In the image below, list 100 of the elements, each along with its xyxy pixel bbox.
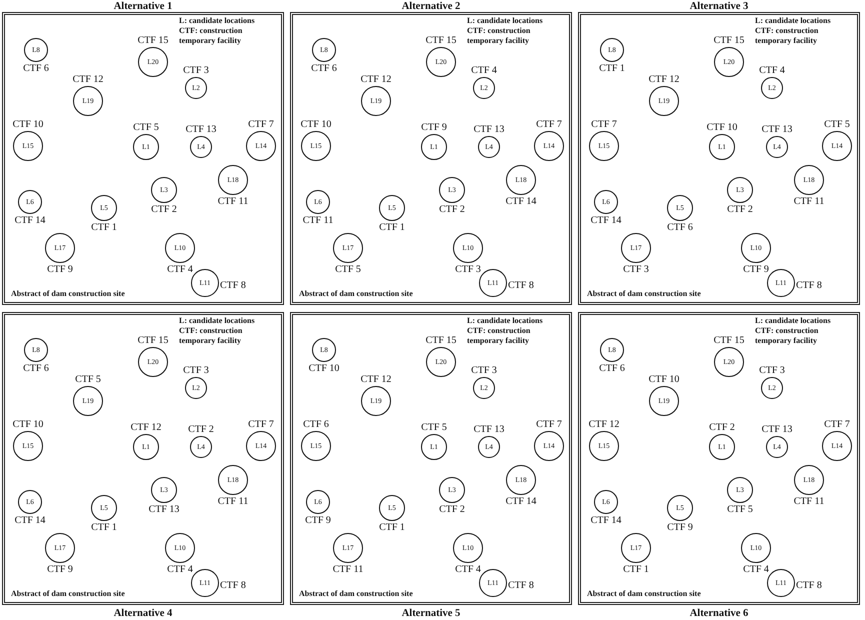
legend-note: L: candidate locations [179, 316, 256, 326]
facility-label: CTF 3 [183, 65, 209, 76]
facility-label: CTF 12 [72, 74, 104, 85]
site-caption: Abstract of dam construction site [11, 589, 125, 598]
facility-label: CTF 11 [332, 564, 364, 575]
facility-label: CTF 11 [794, 196, 824, 207]
facility-label: CTF 12 [360, 374, 392, 385]
facility-label: CTF 13 [762, 124, 792, 135]
facility-label: CTF 13 [762, 424, 792, 435]
facility-label: CTF 4 [167, 564, 193, 575]
facility-label: CTF 7 [248, 419, 274, 430]
panel-title: Alternative 5 [400, 608, 462, 619]
facility-label: CTF 5 [133, 122, 159, 133]
legend-note: L: candidate locations [755, 16, 832, 26]
facility-label: CTF 11 [218, 196, 248, 207]
facility-label: CTF 7 [536, 119, 562, 130]
facility-label: CTF 2 [188, 424, 214, 435]
facility-label: CTF 11 [794, 496, 824, 507]
facility-label: CTF 3 [455, 264, 481, 275]
facility-label: CTF 8 [220, 580, 246, 591]
facility-label: CTF 12 [130, 422, 162, 433]
facility-label: CTF 6 [23, 363, 49, 374]
site-caption: Abstract of dam construction site [587, 589, 701, 598]
facility-label: CTF 3 [759, 365, 785, 376]
facility-label: CTF 4 [455, 564, 481, 575]
facility-label: CTF 15 [714, 335, 744, 346]
facility-label: CTF 10 [12, 419, 44, 430]
facility-label: CTF 10 [300, 119, 332, 130]
facility-label: CTF 10 [12, 119, 44, 130]
facility-label: CTF 6 [303, 419, 329, 430]
facility-label: CTF 5 [75, 374, 101, 385]
facility-label: CTF 9 [421, 122, 447, 133]
site-caption: Abstract of dam construction site [11, 289, 125, 298]
facility-label: CTF 15 [714, 35, 744, 46]
legend-note: CTF: construction temporary facility [467, 326, 532, 346]
facility-label: CTF 7 [536, 419, 562, 430]
panel-title: Alternative 1 [112, 1, 174, 12]
facility-label: CTF 6 [23, 63, 49, 74]
facility-label: CTF 13 [474, 124, 504, 135]
site-caption: Abstract of dam construction site [587, 289, 701, 298]
facility-label: CTF 12 [360, 74, 392, 85]
facility-label: CTF 6 [599, 363, 625, 374]
facility-label: CTF 7 [824, 419, 850, 430]
legend-note: CTF: construction temporary facility [179, 326, 244, 346]
facility-label: CTF 11 [218, 496, 248, 507]
facility-label: CTF 2 [727, 204, 753, 215]
facility-label: CTF 1 [379, 522, 405, 533]
facility-label: CTF 6 [667, 222, 693, 233]
facility-label: CTF 12 [648, 74, 680, 85]
facility-label: CTF 12 [588, 419, 620, 430]
facility-label: CTF 10 [648, 374, 680, 385]
facility-label: CTF 5 [421, 422, 447, 433]
legend-note: CTF: construction temporary facility [467, 26, 532, 46]
facility-label: CTF 14 [506, 496, 536, 507]
panel-title: Alternative 6 [688, 608, 750, 619]
facility-label: CTF 9 [305, 515, 331, 526]
facility-label: CTF 15 [138, 335, 168, 346]
site-caption: Abstract of dam construction site [299, 289, 413, 298]
facility-label: CTF 3 [623, 264, 649, 275]
legend-note: L: candidate locations [467, 16, 544, 26]
legend-note: CTF: construction temporary facility [755, 26, 820, 46]
facility-label: CTF 8 [508, 580, 534, 591]
facility-label: CTF 2 [151, 204, 177, 215]
facility-label: CTF 2 [439, 504, 465, 515]
facility-label: CTF 2 [709, 422, 735, 433]
facility-label: CTF 5 [727, 504, 753, 515]
facility-label: CTF 8 [508, 280, 534, 291]
facility-label: CTF 14 [14, 515, 46, 526]
facility-label: CTF 14 [506, 196, 536, 207]
facility-label: CTF 1 [599, 63, 625, 74]
panel-title: Alternative 4 [112, 608, 174, 619]
facility-label: CTF 3 [471, 365, 497, 376]
facility-label: CTF 11 [302, 215, 334, 226]
facility-label: CTF 4 [743, 564, 769, 575]
facility-label: CTF 3 [183, 365, 209, 376]
panel-title: Alternative 2 [400, 1, 462, 12]
facility-label: CTF 8 [796, 280, 822, 291]
facility-label: CTF 15 [426, 335, 456, 346]
site-caption: Abstract of dam construction site [299, 589, 413, 598]
facility-label: CTF 15 [138, 35, 168, 46]
legend-note: CTF: construction temporary facility [755, 326, 820, 346]
facility-label: CTF 14 [590, 215, 622, 226]
facility-label: CTF 5 [824, 119, 850, 130]
facility-label: CTF 15 [426, 35, 456, 46]
facility-label: CTF 13 [474, 424, 504, 435]
facility-label: CTF 14 [590, 515, 622, 526]
facility-label: CTF 2 [439, 204, 465, 215]
facility-label: CTF 4 [471, 65, 497, 76]
facility-label: CTF 13 [186, 124, 216, 135]
facility-label: CTF 13 [148, 504, 180, 515]
legend-note: L: candidate locations [467, 316, 544, 326]
facility-label: CTF 5 [335, 264, 361, 275]
facility-label: CTF 9 [667, 522, 693, 533]
facility-label: CTF 1 [623, 564, 649, 575]
facility-label: CTF 1 [379, 222, 405, 233]
facility-label: CTF 4 [167, 264, 193, 275]
legend-note: L: candidate locations [755, 316, 832, 326]
facility-label: CTF 1 [91, 522, 117, 533]
facility-label: CTF 9 [47, 564, 73, 575]
facility-label: CTF 9 [743, 264, 769, 275]
